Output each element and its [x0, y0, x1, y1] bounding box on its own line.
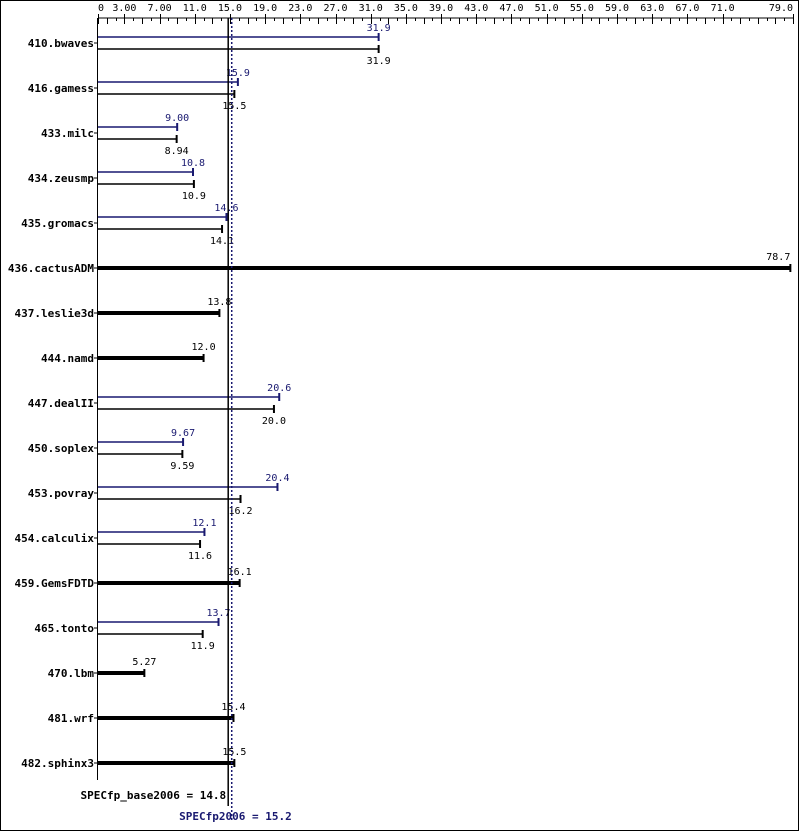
x-tick-label: 67.0 — [675, 3, 699, 14]
base-value-label: 31.9 — [367, 56, 391, 67]
benchmark-label: 482.sphinx3 — [21, 757, 94, 770]
peak-value-label: 20.6 — [267, 383, 291, 394]
peak-value-label: 9.67 — [171, 428, 195, 439]
peak-value-label: 14.6 — [214, 203, 238, 214]
peak-value-label: 31.9 — [367, 23, 391, 34]
base-value-label: 78.7 — [766, 252, 790, 263]
base-value-label: 12.0 — [192, 342, 216, 353]
benchmark-label: 435.gromacs — [21, 217, 94, 230]
base-value-label: 16.2 — [228, 506, 252, 517]
peak-value-label: 20.4 — [265, 473, 289, 484]
x-tick-label: 51.0 — [535, 3, 559, 14]
base-value-label: 11.6 — [188, 551, 212, 562]
benchmark-label: 481.wrf — [48, 712, 94, 725]
peak-value-label: 10.8 — [181, 158, 205, 169]
base-value-label: 14.1 — [210, 236, 234, 247]
peak-value-label: 9.00 — [165, 113, 189, 124]
x-tick-label: 63.0 — [640, 3, 664, 14]
x-tick-label: 27.0 — [323, 3, 347, 14]
benchmark-label: 436.cactusADM — [8, 262, 94, 275]
base-value-label: 20.0 — [262, 416, 286, 427]
x-tick-label: 7.00 — [148, 3, 172, 14]
peak-value-label: 15.9 — [226, 68, 250, 79]
x-tick-label: 39.0 — [429, 3, 453, 14]
benchmark-label: 459.GemsFDTD — [15, 577, 95, 590]
benchmark-label: 465.tonto — [34, 622, 94, 635]
benchmark-label: 434.zeusmp — [28, 172, 95, 185]
base-value-label: 8.94 — [165, 146, 189, 157]
benchmark-label: 444.namd — [41, 352, 94, 365]
x-tick-label: 0 — [98, 3, 104, 14]
base-value-label: 11.9 — [191, 641, 215, 652]
x-tick-label: 35.0 — [394, 3, 418, 14]
benchmark-label: 410.bwaves — [28, 37, 94, 50]
base-value-label: 10.9 — [182, 191, 206, 202]
base-value-label: 15.4 — [221, 702, 245, 713]
x-tick-label: 43.0 — [464, 3, 488, 14]
x-tick-label: 19.0 — [253, 3, 277, 14]
base-value-label: 13.8 — [207, 297, 231, 308]
x-tick-label: 79.0 — [769, 3, 793, 14]
x-tick-label: 55.0 — [570, 3, 594, 14]
x-tick-label: 59.0 — [605, 3, 629, 14]
benchmark-label: 453.povray — [28, 487, 95, 500]
benchmark-label: 416.gamess — [28, 82, 94, 95]
benchmark-label: 433.milc — [41, 127, 94, 140]
base-value-label: 15.5 — [222, 101, 246, 112]
benchmark-label: 437.leslie3d — [15, 307, 94, 320]
benchmark-label: 450.soplex — [28, 442, 95, 455]
peak-summary-label: SPECfp2006 = 15.2 — [179, 810, 292, 823]
benchmark-label: 447.dealII — [28, 397, 94, 410]
benchmark-label: 454.calculix — [15, 532, 95, 545]
peak-value-label: 12.1 — [192, 518, 216, 529]
base-summary-label: SPECfp_base2006 = 14.8 — [80, 789, 226, 802]
peak-value-label: 13.7 — [206, 608, 230, 619]
x-tick-label: 11.0 — [183, 3, 207, 14]
x-tick-label: 3.00 — [112, 3, 136, 14]
base-value-label: 16.1 — [228, 567, 252, 578]
x-tick-label: 47.0 — [499, 3, 523, 14]
benchmark-label: 470.lbm — [48, 667, 95, 680]
base-value-label: 5.27 — [132, 657, 156, 668]
x-tick-label: 31.0 — [359, 3, 383, 14]
x-tick-label: 23.0 — [288, 3, 312, 14]
base-value-label: 15.5 — [222, 747, 246, 758]
base-value-label: 9.59 — [170, 461, 194, 472]
x-tick-label: 15.0 — [218, 3, 242, 14]
x-tick-label: 71.0 — [711, 3, 735, 14]
